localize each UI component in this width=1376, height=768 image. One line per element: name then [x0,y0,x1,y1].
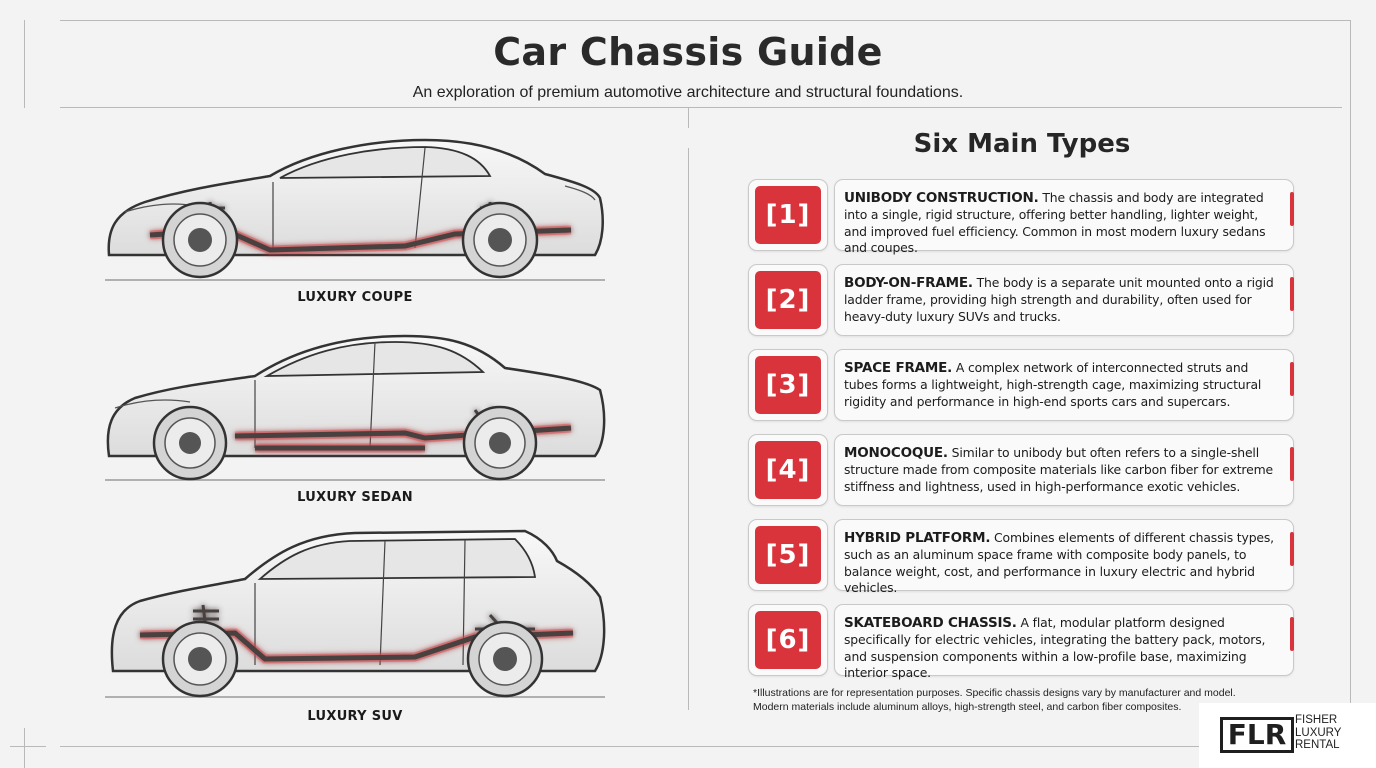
types-section-title: Six Main Types [913,129,1131,159]
suv-rear-wheel [466,620,544,698]
type-card-4: [4] MONOCOQUE. Similar to unibody but of… [748,434,1294,506]
coupe-illustration: LUXURY COUPE [95,130,615,305]
type-description-box: MONOCOQUE. Similar to unibody but often … [834,434,1294,506]
type-description-text: A complex network of interconnected stru… [844,360,1262,409]
column-divider-top [688,108,689,128]
sedan-label: LUXURY SEDAN [297,490,413,505]
type-name: SPACE FRAME. [844,360,953,376]
type-number: [4] [755,441,821,499]
page-title: Car Chassis Guide [493,30,883,74]
type-description-box: HYBRID PLATFORM. Combines elements of di… [834,519,1294,595]
type-number-box: [3] [748,349,828,421]
type-description: BODY-ON-FRAME. The body is a separate un… [844,275,1284,325]
type-description-text: Combines elements of different chassis t… [844,530,1274,596]
sedan-front-wheel [152,405,228,481]
type-description: UNIBODY CONSTRUCTION. The chassis and bo… [844,190,1284,257]
column-divider [688,148,689,710]
type-card-1: [1] UNIBODY CONSTRUCTION. The chassis an… [748,179,1294,255]
frame-left-line [24,20,25,108]
type-description-text: Similar to unibody but often refers to a… [844,445,1273,494]
frame-header-divider [60,107,1342,108]
type-description-box: SKATEBOARD CHASSIS. A flat, modular plat… [834,604,1294,680]
type-name: HYBRID PLATFORM. [844,530,991,546]
accent-bar [1290,362,1294,396]
frame-right-lower-line [1350,108,1351,703]
type-card-6: [6] SKATEBOARD CHASSIS. A flat, modular … [748,604,1294,680]
accent-bar [1290,532,1294,566]
type-description-text: A flat, modular platform designed specif… [844,615,1266,681]
type-description-box: BODY-ON-FRAME. The body is a separate un… [834,264,1294,336]
sedan-rear-wheel [462,405,538,481]
type-description: SPACE FRAME. A complex network of interc… [844,360,1284,410]
coupe-rear-wheel [461,201,539,279]
frame-corner-h [10,746,46,747]
logo-line-3: RENTAL [1295,739,1340,751]
coupe-front-wheel [161,201,239,279]
frame-right-line [1350,20,1351,108]
footnote-line-2: Modern materials include aluminum alloys… [753,701,1182,713]
coupe-window [279,146,492,179]
suv-illustration: LUXURY SUV [95,525,615,724]
type-description: MONOCOQUE. Similar to unibody but often … [844,445,1284,495]
accent-bar [1290,617,1294,651]
frame-top-line [60,20,1350,21]
type-card-5: [5] HYBRID PLATFORM. Combines elements o… [748,519,1294,595]
type-description-box: SPACE FRAME. A complex network of interc… [834,349,1294,421]
footnote-line-1: *Illustrations are for representation pu… [753,687,1236,699]
type-name: BODY-ON-FRAME. [844,275,973,291]
sedan-illustration: LUXURY SEDAN [95,328,615,505]
type-name: UNIBODY CONSTRUCTION. [844,190,1039,206]
page-subtitle: An exploration of premium automotive arc… [412,84,964,101]
type-description: SKATEBOARD CHASSIS. A flat, modular plat… [844,615,1284,682]
type-number: [6] [755,611,821,669]
logo-line-2: LUXURY [1295,726,1342,739]
header: Car Chassis Guide An exploration of prem… [0,30,1376,102]
sedan-window [263,341,486,377]
suv-front-wheel [161,620,239,698]
accent-bar [1290,277,1294,311]
frame-bottom-line [60,746,1199,747]
type-number-box: [4] [748,434,828,506]
type-number: [2] [755,271,821,329]
type-description-text: The body is a separate unit mounted onto… [844,275,1274,324]
suv-label: LUXURY SUV [307,709,403,724]
type-description-box: UNIBODY CONSTRUCTION. The chassis and bo… [834,179,1294,255]
frame-corner-v [24,728,25,768]
accent-bar [1290,447,1294,481]
type-number-box: [6] [748,604,828,676]
type-name: MONOCOQUE. [844,445,948,461]
type-number: [5] [755,526,821,584]
type-number-box: [5] [748,519,828,591]
type-number: [1] [755,186,821,244]
brand-logo: FLR FISHER LUXURY RENTAL [1199,703,1376,768]
logo-wordmark: FISHER LUXURY RENTAL [1295,714,1341,752]
type-number: [3] [755,356,821,414]
type-description-text: The chassis and body are integrated into… [844,190,1266,256]
logo-line-1: FISHER [1295,714,1338,726]
type-description: HYBRID PLATFORM. Combines elements of di… [844,530,1284,597]
suv-window [257,538,537,580]
type-number-box: [2] [748,264,828,336]
type-card-2: [2] BODY-ON-FRAME. The body is a separat… [748,264,1294,336]
footnote: *Illustrations are for representation pu… [753,686,1283,714]
type-number-box: [1] [748,179,828,251]
coupe-label: LUXURY COUPE [297,290,413,305]
type-name: SKATEBOARD CHASSIS. [844,615,1017,631]
logo-mark: FLR [1220,717,1294,753]
type-card-3: [3] SPACE FRAME. A complex network of in… [748,349,1294,421]
accent-bar [1290,192,1294,226]
